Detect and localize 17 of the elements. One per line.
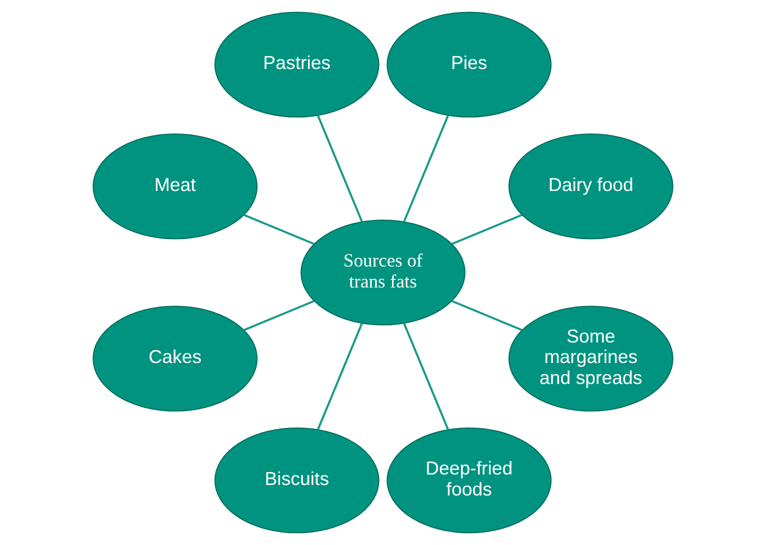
node-ellipse: Deep-fried foods [386,427,552,534]
node-ellipse: Pies [386,12,552,118]
connector [451,214,522,245]
node-ellipse: Cakes [92,306,258,412]
connector [402,322,449,430]
node-ellipse: Some margarines and spreads [508,306,673,412]
connector [316,114,362,222]
connector [451,300,522,331]
node-ellipse: Biscuits [214,427,379,534]
node-ellipse: Dairy food [508,133,673,240]
node-ellipse: Pastries [214,12,379,118]
connector [243,300,314,331]
connector [402,114,449,222]
node-ellipse: Sources of trans fats [300,220,465,326]
node-ellipse: Meat [92,133,258,240]
connector [243,214,314,245]
connector [316,322,362,430]
